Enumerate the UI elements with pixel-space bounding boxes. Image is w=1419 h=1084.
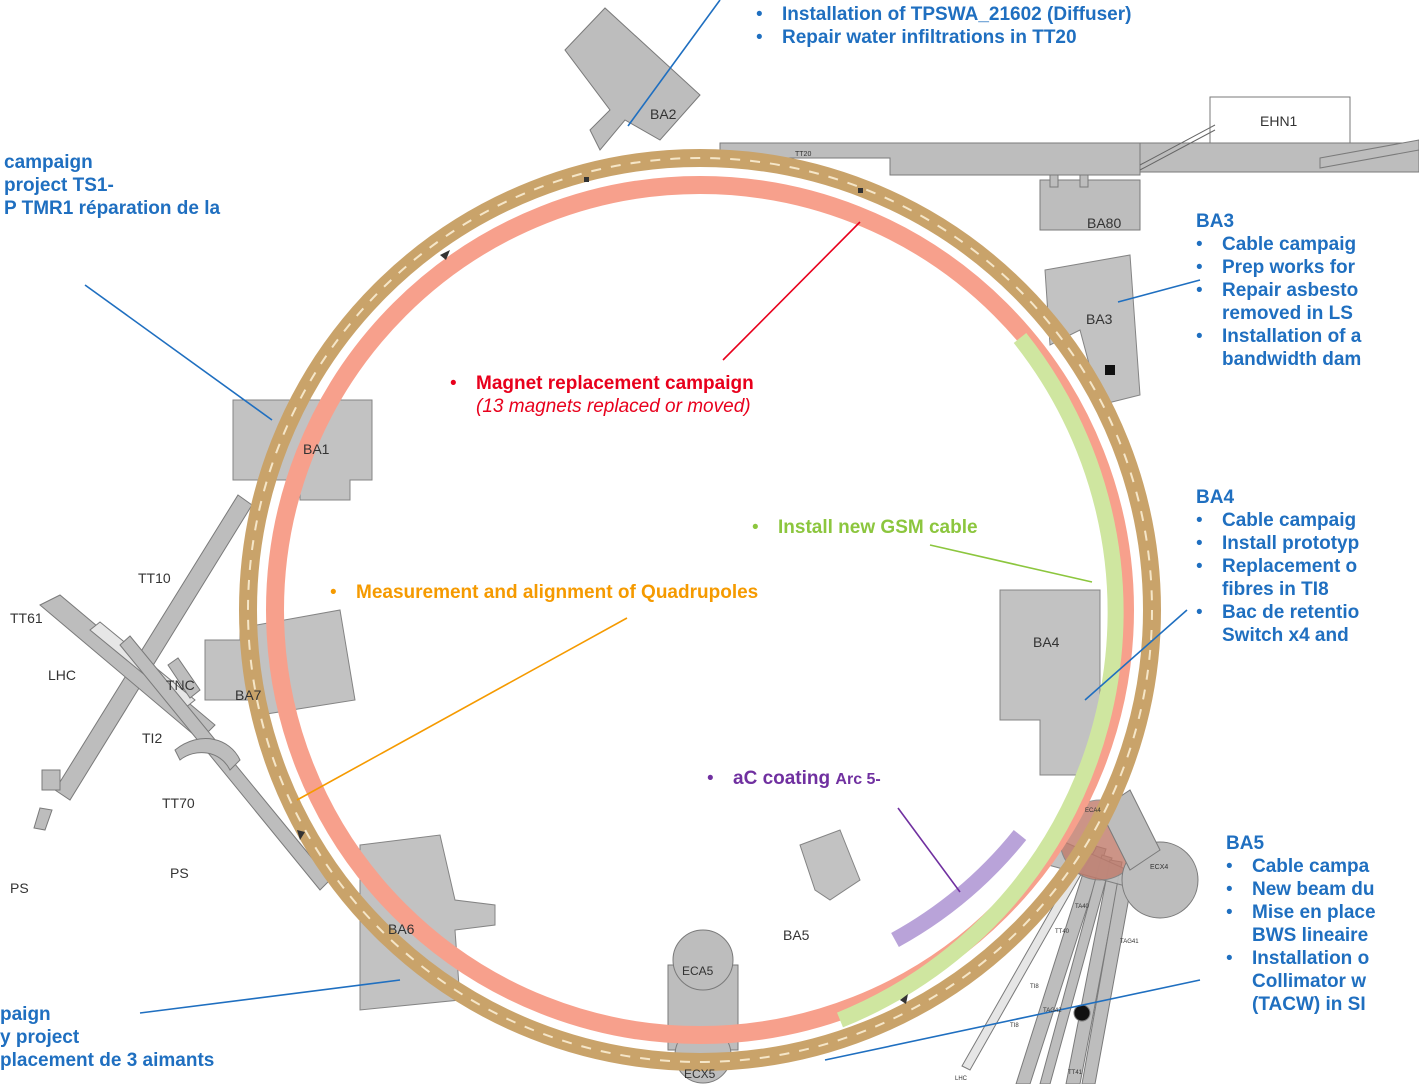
ba2-note-2: Repair water infiltrations in TT20 (756, 26, 1131, 49)
label-ta40: TA40 (1075, 904, 1090, 910)
ac-note-sub: Arc 5- (835, 771, 881, 788)
label-tt40: TT40 (1055, 929, 1070, 935)
label-ehn1: EHN1 (1260, 113, 1298, 129)
ring-pink (266, 176, 1134, 1044)
ba2-building (564, 7, 701, 151)
quad-note-text: Measurement and alignment of Quadrupoles (330, 581, 758, 604)
label-ba80: BA80 (1087, 215, 1121, 231)
label-ps-left: PS (10, 880, 29, 896)
leader-lines (84, 0, 1201, 1061)
transfer-lines-left (33, 494, 331, 891)
ba5-notes: BA5 Cable campa New beam du Mise en plac… (1226, 832, 1376, 1016)
ring-markers (297, 177, 1115, 1004)
label-tt41: TT41 (1068, 1070, 1083, 1076)
ba3-title: BA3 (1196, 211, 1235, 232)
ba3-note-2: Prep works for (1196, 256, 1361, 279)
ac-note-text: aC coating Arc 5- (707, 767, 881, 791)
ba3-notes: BA3 Cable campaig Prep works for Repair … (1196, 210, 1361, 371)
ba4-note-3a: Replacement o (1222, 556, 1358, 577)
label-tag42: TAG42 (1043, 1008, 1062, 1014)
magnet-note-sub: (13 magnets replaced or moved) (476, 396, 751, 417)
ba4-title: BA4 (1196, 487, 1235, 508)
ba3-note-4b: bandwidth dam (1222, 349, 1362, 370)
label-tt70: TT70 (162, 795, 195, 811)
ba2-note-1: Installation of TPSWA_21602 (Diffuser) (756, 3, 1131, 26)
label-eca5: ECA5 (682, 964, 714, 978)
label-ti2: TI2 (142, 730, 162, 746)
ba5-note-3b: BWS lineaire (1252, 925, 1369, 946)
ba4-note-2: Install prototyp (1196, 532, 1359, 555)
label-tt20: TT20 (795, 151, 811, 158)
ac-note: aC coating Arc 5- (707, 767, 881, 791)
ba2-notes: Installation of TPSWA_21602 (Diffuser) R… (756, 3, 1131, 49)
ba5-note-4b: Collimator w (1252, 971, 1367, 992)
ba6-note-line1: paign (0, 1004, 51, 1025)
gsm-note-text: Install new GSM cable (752, 516, 978, 539)
label-ecx4: ECX4 (1150, 864, 1168, 871)
ba5-note-2: New beam du (1226, 878, 1376, 901)
label-tt10: TT10 (138, 570, 171, 586)
label-ba7: BA7 (235, 687, 262, 703)
ba4-note-1: Cable campaig (1196, 509, 1359, 532)
ba1-notes: campaign project TS1- P TMR1 réparation … (4, 151, 220, 220)
label-lhc-bottom: LHC (955, 1076, 968, 1082)
ba4-note-4a: Bac de retentio (1222, 602, 1360, 623)
building-labels: BA2 BA1 BA3 BA4 BA5 BA6 BA7 BA80 EHN1 EC… (235, 106, 1298, 1081)
ba3-note-3a: Repair asbesto (1222, 280, 1359, 301)
magnet-note: Magnet replacement campaign(13 magnets r… (450, 372, 754, 418)
ba5-note-4c: (TACW) in SI (1252, 994, 1366, 1015)
label-tag41: TAG41 (1120, 939, 1139, 945)
ba1-note-line2: project TS1- (4, 175, 114, 196)
gsm-note: Install new GSM cable (752, 516, 978, 539)
label-ba6: BA6 (388, 921, 415, 937)
ba4-note-4b: Switch x4 and (1222, 625, 1349, 646)
ac-coating-arc (891, 829, 1027, 948)
ba4-notes: BA4 Cable campaig Install prototyp Repla… (1196, 486, 1359, 647)
line-labels: TT10 TT61 LHC TNC TI2 TT70 PS PS TT20 TA… (10, 151, 1139, 1082)
label-ba4: BA4 (1033, 634, 1060, 650)
gsm-arc (837, 333, 1124, 1028)
label-ba3: BA3 (1086, 311, 1113, 327)
ba1-note-line1: campaign (4, 152, 93, 173)
label-ti8b: TI8 (1010, 1023, 1019, 1029)
ba3-note-3b: removed in LS (1222, 303, 1353, 324)
label-ecx5: ECX5 (684, 1067, 716, 1081)
ba3-note-4a: Installation of a (1222, 326, 1362, 347)
ba6-note-line3: placement de 3 aimants (0, 1050, 215, 1071)
label-lhc-left: LHC (48, 667, 76, 683)
label-ps-mid: PS (170, 865, 189, 881)
ac-note-main: aC coating (733, 768, 831, 789)
label-tt61: TT61 (10, 610, 43, 626)
ba5-note-4a: Installation o (1252, 948, 1370, 969)
ba1-note-line3: P TMR1 réparation de la (4, 198, 221, 219)
ba4-note-3b: fibres in TI8 (1222, 579, 1329, 600)
label-ti8: TI8 (1030, 984, 1039, 990)
ba6-notes: paign y project placement de 3 aimants (0, 1003, 214, 1072)
quad-note: Measurement and alignment of Quadrupoles (330, 581, 758, 604)
ba5-title: BA5 (1226, 833, 1265, 854)
ba5-note-3a: Mise en place (1252, 902, 1376, 923)
ba3-note-1: Cable campaig (1196, 233, 1361, 256)
ba5-note-1: Cable campa (1226, 855, 1376, 878)
magnet-note-title: Magnet replacement campaign(13 magnets r… (450, 372, 754, 418)
label-tnc: TNC (166, 677, 195, 693)
label-ba5: BA5 (783, 927, 810, 943)
label-eca4: ECA4 (1085, 808, 1101, 814)
ba6-note-line2: y project (0, 1027, 80, 1048)
label-ba2: BA2 (650, 106, 677, 122)
ring-tan-dash (247, 157, 1153, 1063)
label-ba1: BA1 (303, 441, 330, 457)
